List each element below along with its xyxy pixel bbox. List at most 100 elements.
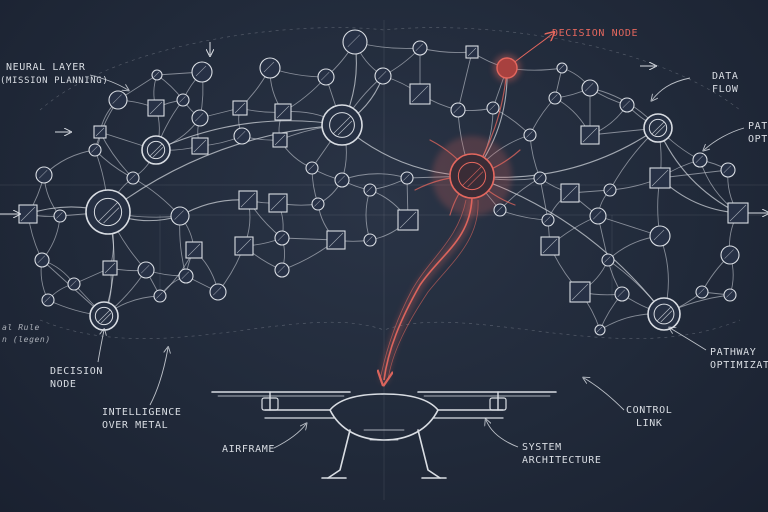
node-hatch	[153, 71, 160, 78]
node-hatch	[467, 47, 477, 57]
circle-node	[311, 197, 325, 211]
circle-node	[191, 61, 213, 83]
circle-node	[619, 97, 635, 113]
decision-node	[496, 57, 518, 79]
node-hatch	[526, 131, 533, 138]
annotation-pointer	[652, 77, 691, 100]
node-hatch	[314, 200, 321, 207]
node-hatch	[240, 192, 256, 208]
circle-node	[342, 29, 368, 55]
node-hatch	[415, 43, 424, 52]
node-hatch	[724, 249, 734, 259]
hub-ring	[653, 303, 675, 325]
hub-ring	[94, 306, 114, 326]
circle-node	[126, 171, 140, 185]
node-hatch	[366, 236, 373, 243]
circle-node	[334, 172, 350, 188]
hub-ring	[457, 161, 487, 191]
node-hatch	[195, 65, 207, 77]
connection-line	[457, 51, 473, 111]
node-hatch	[212, 286, 222, 296]
circle-node	[317, 68, 335, 86]
label-path: PATH	[748, 121, 768, 132]
node-hatch	[562, 185, 578, 201]
node-hatch	[592, 210, 602, 220]
label-system: SYSTEM	[522, 442, 562, 453]
connection-line	[529, 134, 541, 179]
node-hatch	[274, 134, 286, 146]
circle-node	[363, 183, 377, 197]
label-decision-node-top: DECISION NODE	[552, 28, 639, 39]
connection-line	[659, 177, 739, 214]
node-hatch	[320, 71, 330, 81]
circle-node	[151, 69, 163, 81]
node-hatch	[181, 271, 190, 280]
annotation-pointer	[704, 127, 745, 150]
node-hatch	[723, 165, 732, 174]
node-hatch	[70, 280, 77, 287]
signal-path-glow	[379, 197, 477, 383]
circle-node	[88, 143, 102, 157]
hub-hatch	[656, 306, 673, 323]
signal-path-strand	[387, 199, 479, 381]
node-hatch	[695, 155, 704, 164]
node-hatch	[277, 265, 286, 274]
circle-node	[649, 225, 671, 247]
label-airframe: AIRFRAME	[222, 444, 275, 455]
label-pathway: PATHWAY	[710, 347, 757, 358]
node-hatch	[328, 232, 344, 248]
node-hatch	[140, 264, 150, 274]
circle-node	[692, 152, 708, 168]
circle-node	[274, 262, 290, 278]
label-data: DATA	[712, 71, 739, 82]
circle-node	[259, 57, 281, 79]
connection-line	[107, 124, 343, 213]
node-hatch	[270, 195, 286, 211]
node-hatch	[37, 255, 46, 264]
label-neural-layer: NEURAL LAYER	[6, 62, 86, 73]
node-hatch	[129, 174, 136, 181]
node-hatch	[698, 288, 705, 295]
circle-node	[720, 162, 736, 178]
network-nodes	[0, 29, 768, 336]
node-hatch	[584, 82, 594, 92]
node-hatch	[156, 292, 163, 299]
circle-node	[53, 209, 67, 223]
node-hatch	[44, 296, 51, 303]
node-hatch	[399, 211, 417, 229]
node-hatch	[112, 94, 122, 104]
node-hatch	[263, 61, 275, 73]
circle-node	[35, 166, 53, 184]
label-architecture: ARCHITECTURE	[522, 455, 602, 466]
node-hatch	[596, 326, 603, 333]
node-hatch	[651, 169, 669, 187]
node-hatch	[558, 64, 565, 71]
circle-node	[723, 288, 737, 302]
node-hatch	[277, 233, 286, 242]
circle-node	[556, 62, 568, 74]
annotation-pointer	[149, 348, 168, 406]
circle-node	[233, 127, 251, 145]
label-scribble-2: n (legen)	[2, 335, 51, 344]
label-optimizati: OPTIMIZATI	[710, 360, 768, 371]
circle-node	[603, 183, 617, 197]
circle-node	[594, 324, 606, 336]
node-hatch	[403, 174, 410, 181]
node-hatch	[489, 104, 496, 111]
circle-node	[614, 286, 630, 302]
annotation-pointer	[97, 330, 104, 363]
node-hatch	[234, 102, 246, 114]
circle-node	[400, 171, 414, 185]
network-connections	[27, 41, 739, 331]
node-hatch	[453, 105, 462, 114]
annotation-pointer	[670, 328, 707, 351]
circle-node	[153, 289, 167, 303]
circle-node	[523, 128, 537, 142]
hub-ring	[146, 140, 166, 160]
label-control: CONTROL	[626, 405, 673, 416]
label-flow: FLOW	[712, 84, 739, 95]
node-hatch	[236, 238, 252, 254]
node-hatch	[276, 105, 290, 119]
